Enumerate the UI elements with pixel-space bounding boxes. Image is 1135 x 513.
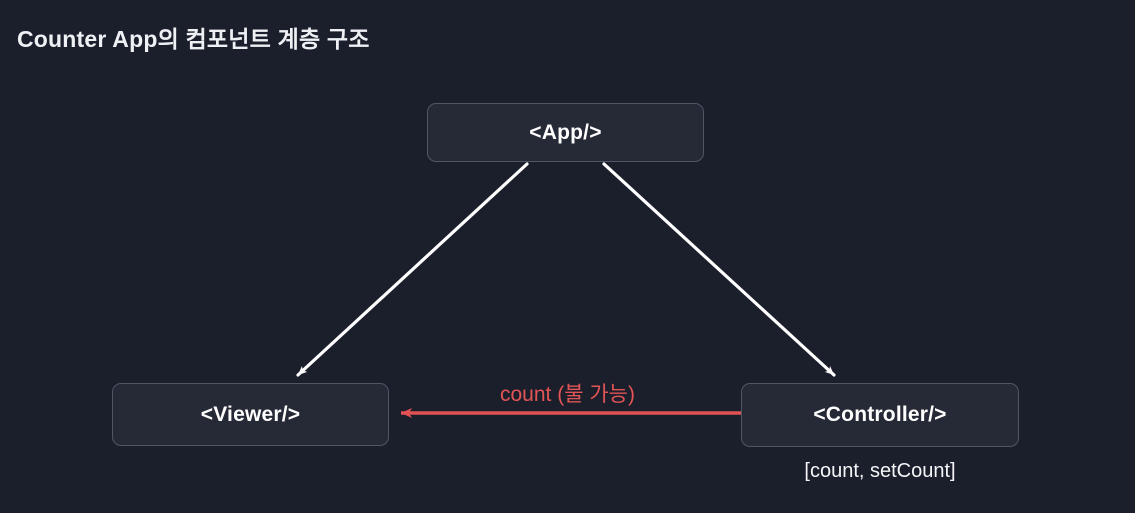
edge-label-count-impossible: count (불 가능) (500, 383, 635, 406)
node-viewer: <Viewer/> (112, 383, 389, 446)
node-controller-label: <Controller/> (813, 403, 947, 426)
edge-app-to-viewer (296, 162, 529, 377)
node-app-label: <App/> (529, 120, 602, 144)
page-title: Counter App의 컴포넌트 계층 구조 (17, 26, 370, 52)
controller-state-annotation: [count, setCount] (804, 460, 956, 482)
node-app: <App/> (427, 103, 704, 162)
node-controller: <Controller/> (741, 383, 1019, 447)
edge-app-to-controller (602, 162, 836, 377)
node-viewer-label: <Viewer/> (200, 402, 301, 426)
